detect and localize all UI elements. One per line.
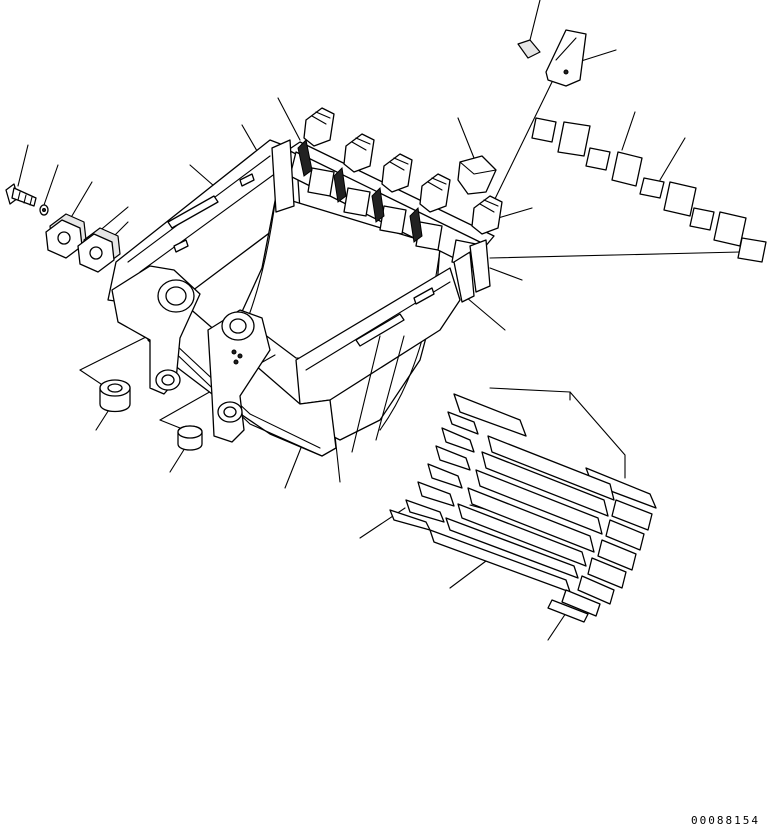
side-cutter-block bbox=[457, 155, 497, 195]
drawing-reference-code: 00088154 bbox=[691, 814, 760, 827]
side-shroud-right bbox=[453, 251, 475, 303]
leader-tooth-adapter-long bbox=[491, 81, 553, 206]
tooth-3 bbox=[371, 153, 413, 223]
tooth-1 bbox=[297, 107, 335, 177]
leader-wear-plates-bottom-b bbox=[569, 391, 626, 479]
fastener-set bbox=[5, 183, 121, 273]
wear-plates-upper bbox=[531, 117, 767, 263]
leader-wear-plate-upper-a bbox=[621, 111, 636, 151]
leader-wear-plate-upper-b bbox=[659, 137, 686, 181]
bucket-teeth bbox=[297, 107, 503, 243]
leader-tooth-adapter bbox=[577, 49, 617, 63]
side-shroud-left bbox=[271, 139, 295, 213]
tooth-2 bbox=[333, 133, 375, 203]
tooth-point-detached bbox=[517, 29, 587, 87]
leader-bushing-2 bbox=[169, 447, 186, 473]
wear-liner-grid bbox=[389, 393, 657, 623]
bushings bbox=[99, 379, 203, 451]
leader-washer bbox=[43, 164, 59, 206]
leader-wear-strip-mid bbox=[449, 557, 491, 589]
leader-tooth-5 bbox=[497, 207, 533, 219]
leader-wear-plates-bottom bbox=[489, 387, 571, 401]
tooth-4 bbox=[409, 173, 451, 243]
leader-side-plate-right bbox=[489, 267, 523, 281]
leader-bolt bbox=[17, 144, 29, 187]
leader-wear-plates-right bbox=[489, 251, 741, 259]
leader-tooth-1 bbox=[277, 97, 301, 141]
bucket-assembly bbox=[107, 139, 495, 457]
tooth-5 bbox=[471, 195, 503, 235]
